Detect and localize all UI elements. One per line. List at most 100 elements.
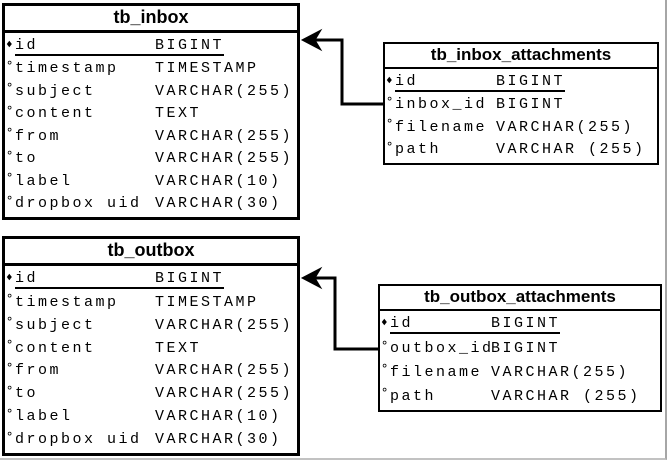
primary-key-icon: ♦ [386, 73, 393, 87]
column-entry: from VARCHAR(255) [15, 128, 293, 145]
column-row: ° subject VARCHAR(255) [6, 80, 295, 103]
column-entry: to VARCHAR(255) [15, 385, 293, 402]
column-name: content [15, 105, 96, 123]
column-row: ° filename VARCHAR(255) [381, 361, 658, 385]
column-row: ° path VARCHAR (255) [386, 139, 655, 162]
column-marker-icon: ° [381, 338, 389, 353]
column-type: BIGINT [491, 315, 561, 333]
column-entry: subject VARCHAR(255) [15, 83, 293, 100]
column-marker-icon: ° [6, 171, 14, 186]
column-entry: id BIGINT [15, 269, 225, 289]
column-marker-icon: ° [6, 406, 14, 421]
column-marker-icon: ° [386, 139, 394, 154]
column-marker-icon: ° [6, 315, 14, 330]
column-name: label [15, 408, 73, 426]
column-entry: inbox_id BIGINT [395, 96, 565, 113]
column-name: from [15, 127, 62, 145]
column-marker-icon: ° [386, 117, 394, 132]
column-marker-icon: ° [6, 126, 14, 141]
column-entry: to VARCHAR(255) [15, 150, 293, 167]
column-marker-icon: ° [381, 362, 389, 377]
column-row: ° filename VARCHAR(255) [386, 116, 655, 139]
column-name: label [15, 172, 73, 190]
column-entry: from VARCHAR(255) [15, 362, 293, 379]
relation-line [315, 276, 379, 351]
relation-line [315, 38, 384, 106]
column-row: ♦ id BIGINT [386, 71, 655, 94]
column-row: ° dropbox uid VARCHAR(30) [6, 428, 295, 451]
primary-key-icon: ♦ [6, 37, 13, 51]
column-name: id [15, 36, 39, 54]
column-name: dropbox uid [15, 195, 142, 213]
column-row: ♦ id BIGINT [6, 268, 295, 291]
column-type: VARCHAR(10) [155, 408, 282, 426]
table-tb-inbox-attachments[interactable]: tb_inbox_attachments ♦ id BIGINT ° inbox… [383, 42, 659, 165]
column-marker-icon: ° [6, 360, 14, 375]
column-name: filename [390, 363, 483, 381]
column-entry: filename VARCHAR(255) [395, 119, 634, 136]
column-name: id [390, 315, 414, 333]
column-type: BIGINT [496, 72, 566, 90]
relation-inbox-attachments-to-inbox [300, 28, 384, 106]
column-marker-icon: ° [6, 383, 14, 398]
column-name: timestamp [15, 293, 119, 311]
column-type: VARCHAR (255) [496, 141, 646, 159]
column-type: BIGINT [155, 269, 225, 287]
column-entry: outbox_id BIGINT [390, 340, 560, 357]
column-name: outbox_id [390, 340, 494, 358]
column-name: timestamp [15, 60, 119, 78]
column-row: ° from VARCHAR(255) [6, 360, 295, 383]
column-type: TIMESTAMP [155, 60, 259, 78]
table-column-list: ♦ id BIGINT ° timestamp TIMESTAMP ° [5, 33, 297, 217]
relation-arrowhead-icon [300, 266, 323, 290]
column-row: ° content TEXT [6, 337, 295, 360]
column-row: ° dropbox uid VARCHAR(30) [6, 193, 295, 216]
column-marker-icon: ° [6, 148, 14, 163]
column-entry: dropbox uid VARCHAR(30) [15, 195, 282, 212]
column-marker-icon: ° [6, 292, 14, 307]
column-type: BIGINT [155, 36, 225, 54]
relation-arrowhead-icon [300, 28, 323, 52]
column-entry: id BIGINT [395, 72, 566, 92]
column-name: path [390, 387, 437, 405]
table-tb-outbox-attachments[interactable]: tb_outbox_attachments ♦ id BIGINT ° outb… [378, 284, 662, 412]
column-name: inbox_id [395, 96, 488, 114]
column-entry: id BIGINT [390, 315, 561, 335]
table-tb-outbox[interactable]: tb_outbox ♦ id BIGINT ° timestamp TIMEST… [2, 236, 300, 456]
column-row: ° timestamp TIMESTAMP [6, 291, 295, 314]
column-marker-icon: ° [381, 386, 389, 401]
column-entry: content TEXT [15, 340, 201, 357]
column-row: ° path VARCHAR (255) [381, 384, 658, 408]
column-type: VARCHAR(255) [155, 150, 294, 168]
column-type: VARCHAR(255) [155, 362, 294, 380]
column-entry: timestamp TIMESTAMP [15, 294, 259, 311]
column-name: to [15, 150, 39, 168]
column-name: id [395, 72, 419, 90]
column-row: ♦ id BIGINT [6, 35, 295, 58]
column-name: path [395, 141, 442, 159]
column-row: ° subject VARCHAR(255) [6, 314, 295, 337]
column-type: VARCHAR(255) [496, 118, 635, 136]
primary-key-icon: ♦ [381, 316, 388, 330]
column-type: VARCHAR(255) [155, 316, 294, 334]
column-marker-icon: ° [6, 193, 14, 208]
column-name: id [15, 269, 39, 287]
table-tb-inbox[interactable]: tb_inbox ♦ id BIGINT ° timestamp TIMESTA… [2, 3, 300, 220]
column-type: VARCHAR(255) [491, 363, 630, 381]
column-row: ° outbox_id BIGINT [381, 337, 658, 361]
column-row: ° label VARCHAR(10) [6, 170, 295, 193]
column-marker-icon: ° [6, 338, 14, 353]
column-row: ° from VARCHAR(255) [6, 125, 295, 148]
column-row: ° label VARCHAR(10) [6, 405, 295, 428]
column-marker-icon: ° [6, 81, 14, 96]
column-marker-icon: ° [6, 58, 14, 73]
column-name: filename [395, 118, 488, 136]
column-entry: timestamp TIMESTAMP [15, 60, 259, 77]
table-title: tb_outbox_attachments [380, 286, 660, 311]
column-entry: id BIGINT [15, 36, 225, 56]
column-type: TEXT [155, 105, 202, 123]
column-type: VARCHAR (255) [491, 387, 641, 405]
column-entry: filename VARCHAR(255) [390, 364, 629, 381]
table-title: tb_outbox [5, 239, 297, 266]
table-title: tb_inbox_attachments [385, 44, 657, 69]
